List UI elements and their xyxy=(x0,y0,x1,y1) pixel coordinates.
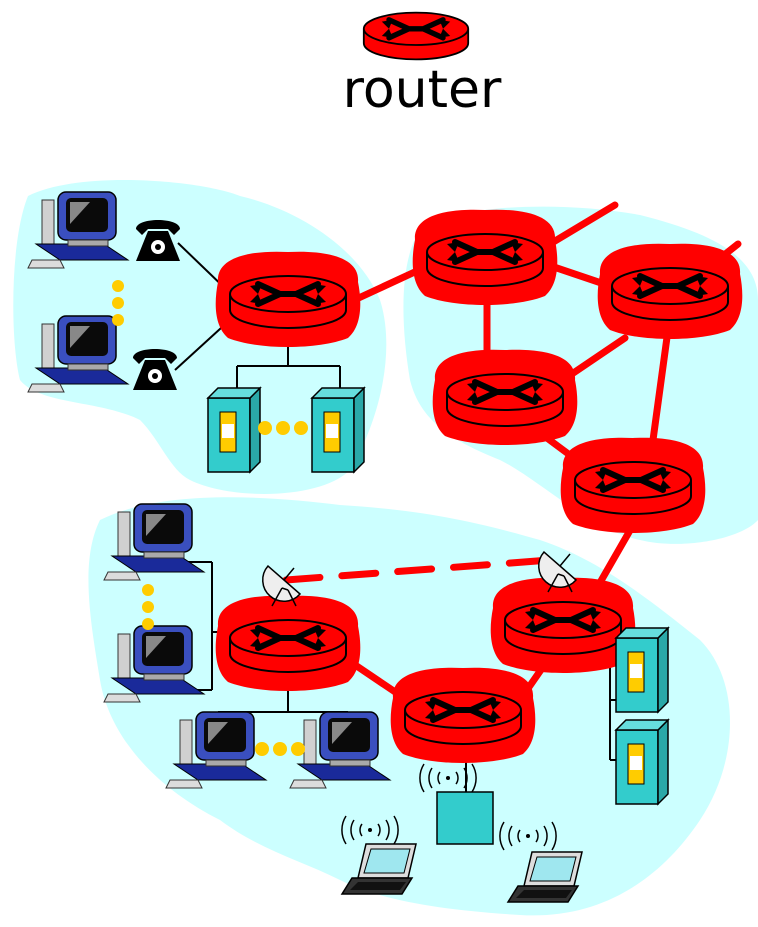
server-icon xyxy=(615,627,669,713)
router-home xyxy=(216,252,361,347)
legend-label: router xyxy=(343,60,502,120)
server-icon xyxy=(311,387,365,473)
server-icon xyxy=(615,719,669,805)
router-isp-top xyxy=(413,210,558,305)
router-isp-bottom xyxy=(561,438,706,533)
router-institution-right xyxy=(491,578,636,673)
router-isp-right xyxy=(598,244,743,339)
server-icon xyxy=(207,387,261,473)
ellipsis-dots xyxy=(258,421,308,435)
wireless-access-point-icon xyxy=(419,763,494,845)
ellipsis-dots xyxy=(255,742,305,756)
router-institution-center xyxy=(391,668,536,763)
ellipsis-dots xyxy=(112,280,124,326)
router-isp-middle xyxy=(433,350,578,445)
ellipsis-dots xyxy=(142,584,154,630)
legend-router-icon xyxy=(364,13,468,60)
router-institution-left xyxy=(216,596,361,691)
